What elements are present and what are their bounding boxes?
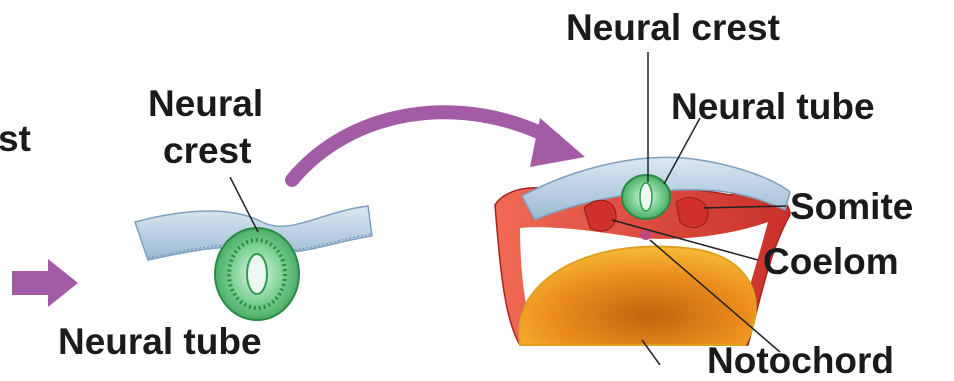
middle-embryo-illustration: [135, 177, 372, 320]
coelom-label: Coelom: [763, 243, 899, 281]
notochord-label: Notochord: [707, 342, 894, 380]
right-neural-crest-label: Neural crest: [566, 9, 780, 47]
right-neural-tube-label: Neural tube: [671, 88, 875, 126]
left-partial-label: st: [0, 120, 31, 158]
somite-label: Somite: [790, 188, 913, 226]
middle-neural-crest-label-line2: crest: [163, 132, 251, 170]
curved-arrow-icon: [292, 112, 585, 180]
middle-neural-crest-label-line1: Neural: [148, 85, 263, 123]
middle-neural-tube-label: Neural tube: [58, 323, 262, 361]
embryo-diagram: [0, 0, 954, 365]
left-arrow-icon: [12, 259, 78, 307]
